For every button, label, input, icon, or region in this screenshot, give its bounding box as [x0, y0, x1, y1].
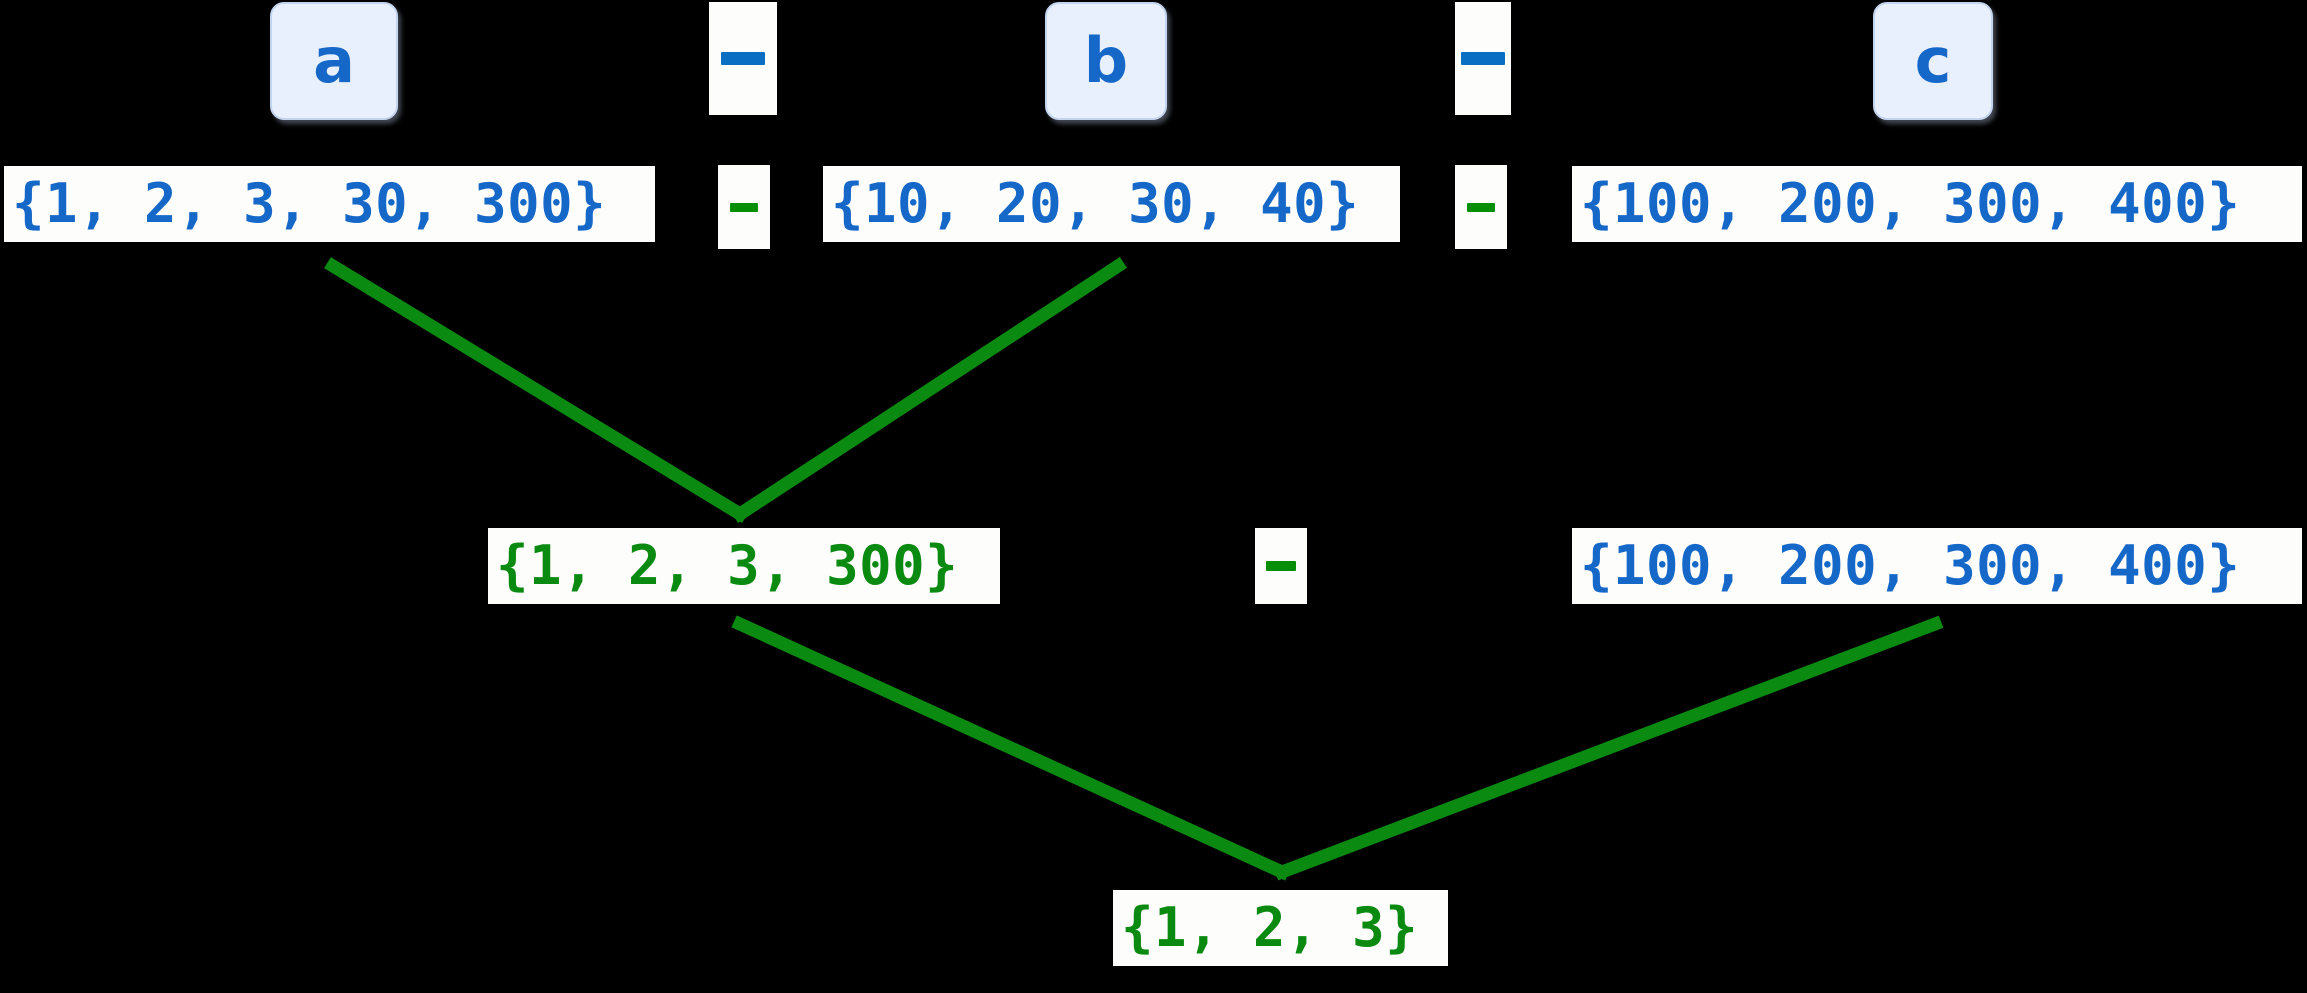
- value-text: {1, 2, 3, 300}: [496, 534, 959, 597]
- variable-keycap-c[interactable]: c: [1873, 2, 1993, 120]
- operator-chip-operand-2: [1455, 165, 1507, 249]
- value-box-set-c: {100, 200, 300, 400}: [1572, 166, 2302, 242]
- value-text: {1, 2, 3, 30, 300}: [12, 172, 607, 235]
- minus-icon: [1266, 561, 1296, 571]
- variable-keycap-a-label: a: [313, 24, 355, 97]
- variable-keycap-a[interactable]: a: [270, 2, 398, 120]
- value-box-set-b: {10, 20, 30, 40}: [823, 166, 1400, 242]
- value-text: {10, 20, 30, 40}: [831, 172, 1360, 235]
- wire-a-to-intermediate: [324, 257, 749, 523]
- value-box-final-result: {1, 2, 3}: [1113, 890, 1448, 966]
- minus-icon: [1461, 52, 1505, 65]
- operator-chip-operand-1: [718, 165, 770, 249]
- wire-c-to-final: [1273, 615, 1944, 881]
- value-text: {1, 2, 3}: [1121, 896, 1419, 959]
- value-text: {100, 200, 300, 400}: [1580, 534, 2241, 597]
- operator-chip-top-2: [1455, 2, 1511, 115]
- minus-icon: [730, 202, 758, 212]
- value-box-set-a: {1, 2, 3, 30, 300}: [4, 166, 655, 242]
- wire-intermediate-to-final: [731, 615, 1291, 881]
- operator-chip-middle-1: [1255, 528, 1307, 604]
- variable-keycap-b[interactable]: b: [1045, 2, 1167, 120]
- minus-icon: [721, 52, 765, 65]
- value-box-a-minus-b: {1, 2, 3, 300}: [488, 528, 1000, 604]
- variable-keycap-c-label: c: [1914, 24, 1952, 97]
- wire-b-to-intermediate: [730, 256, 1128, 524]
- value-text: {100, 200, 300, 400}: [1580, 172, 2241, 235]
- minus-icon: [1467, 202, 1495, 212]
- value-box-set-c-repeat: {100, 200, 300, 400}: [1572, 528, 2302, 604]
- variable-keycap-b-label: b: [1083, 24, 1129, 97]
- operator-chip-top-1: [709, 2, 777, 115]
